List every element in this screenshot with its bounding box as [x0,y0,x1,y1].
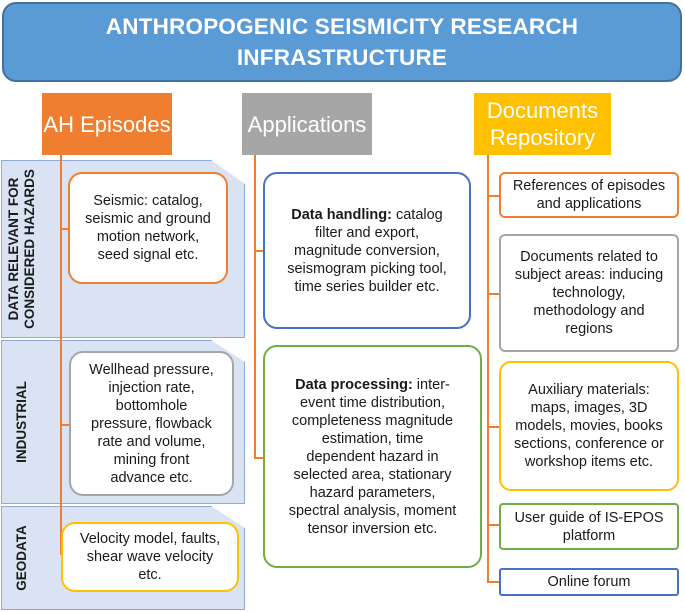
episode-industrial-line: pressure, flowback [91,415,212,432]
app-handling-first-rest: catalog [391,206,443,223]
app-data-handling-box: Data handling: catalog filter and export… [263,172,471,329]
doc-auxiliary-line: sections, conference or [514,436,664,452]
connector-app-processing [254,457,264,459]
episode-geodata-line: etc. [138,567,162,583]
doc-subject-line: subject areas: inducing [514,267,664,283]
doc-auxiliary-line: models, movies, books [515,418,663,434]
app-handling-line: magnitude conversion, [294,242,440,259]
doc-online-forum-box: Online forum [499,568,679,596]
app-processing-line: selected area, stationary [293,466,452,483]
doc-subject-line: regions [565,321,613,337]
episode-seismic-line: seed signal etc. [97,247,199,263]
episode-geodata-line: shear wave velocity [86,549,214,565]
doc-auxiliary-line: workshop items etc. [524,454,654,470]
connector-doc-auxiliary [487,426,499,428]
title-banner: ANTHROPOGENIC SEISMICITY RESEARCH INFRAS… [2,2,682,82]
doc-guide-line: platform [562,527,616,544]
doc-auxiliary-line: maps, images, 3D [530,400,648,416]
connector-ah-industrial [60,424,69,426]
app-handling-line: time series builder etc. [294,278,440,295]
episode-seismic-line: Seismic: catalog, [93,193,203,209]
episode-seismic-line: motion network, [96,229,200,245]
band-hazards-label: DATA RELEVANT FOR CONSIDERED HAZARDS [2,161,42,337]
episode-industrial-line: injection rate, [108,379,195,396]
episode-seismic-box: Seismic: catalog, seismic and ground mot… [68,172,228,284]
doc-subject-areas-box: Documents related to subject areas: indu… [499,234,679,352]
doc-guide-line: User guide of IS-EPOS [514,509,664,526]
app-processing-first-line: Data processing: inter- [271,376,474,394]
episode-geodata-box: Velocity model, faults, shear wave veloc… [61,522,239,592]
doc-subject-line: Documents related to [520,249,658,265]
episode-industrial-line: mining front [113,451,190,468]
connector-app-handling [254,250,264,252]
app-data-processing-box: Data processing: inter- event time distr… [263,345,482,568]
header-applications-label: Applications [247,111,367,137]
app-handling-line: seismogram picking tool, [287,260,447,277]
band-hazards-line-1: DATA RELEVANT FOR [6,177,22,321]
band-industrial-text: INDUSTRIAL [14,381,29,463]
doc-auxiliary-box: Auxiliary materials: maps, images, 3D mo… [499,361,679,491]
header-documents-repository: Documents Repository [474,93,611,155]
connector-app-vertical [254,155,256,458]
doc-references-line: References of episodes [512,178,666,194]
connector-doc-subject [487,293,499,295]
connector-ah-seismic [60,228,68,230]
app-processing-line: estimation, time [321,430,424,447]
episode-seismic-line: seismic and ground [85,211,211,227]
connector-doc-forum [487,581,499,583]
app-processing-line: completeness magnitude [291,412,454,429]
episode-industrial-line: advance etc. [110,469,193,486]
header-ah-episodes: AH Episodes [42,93,172,155]
band-geodata-label: GEODATA [2,507,42,609]
episode-industrial-line: bottomhole [115,397,188,414]
app-handling-line: filter and export, [315,224,419,241]
header-ah-episodes-label: AH Episodes [43,111,171,137]
app-processing-line: event time distribution, [299,394,446,411]
doc-subject-line: technology, [552,285,626,301]
header-applications: Applications [242,93,372,155]
band-geodata-text: GEODATA [14,525,29,591]
header-documents-line-2: Repository [489,125,596,150]
app-processing-line: hazard parameters, [309,484,436,501]
app-processing-line: tensor inversion etc. [307,520,438,537]
band-hazards-line-2: CONSIDERED HAZARDS [22,169,38,329]
doc-forum-line: Online forum [547,574,631,590]
title-line-2: INFRASTRUCTURE [236,45,448,70]
connector-doc-guide [487,524,499,526]
episode-geodata-line: Velocity model, faults, [79,531,221,547]
app-processing-first-rest: inter- [412,376,450,393]
app-processing-line: dependent hazard in [306,448,439,465]
doc-subject-line: methodology and [533,303,645,319]
app-handling-first-line: Data handling: catalog [271,206,463,224]
app-processing-heading: Data processing: [295,376,413,393]
connector-doc-references [487,195,499,197]
doc-references-line: and applications [536,196,642,212]
doc-auxiliary-line: Auxiliary materials: [528,382,650,398]
connector-doc-vertical [487,155,489,582]
app-processing-line: spectral analysis, moment [288,502,457,519]
title-line-1: ANTHROPOGENIC SEISMICITY RESEARCH [105,14,579,39]
episode-industrial-box: Wellhead pressure, injection rate, botto… [69,351,234,496]
episode-industrial-line: rate and volume, [97,433,206,450]
connector-ah-vertical [60,155,62,554]
band-industrial-label: INDUSTRIAL [2,341,42,503]
doc-references-box: References of episodes and applications [499,172,679,218]
doc-user-guide-box: User guide of IS-EPOS platform [499,503,679,550]
app-handling-heading: Data handling: [291,206,392,223]
episode-industrial-line: Wellhead pressure, [89,361,214,378]
header-documents-line-1: Documents [486,98,599,123]
